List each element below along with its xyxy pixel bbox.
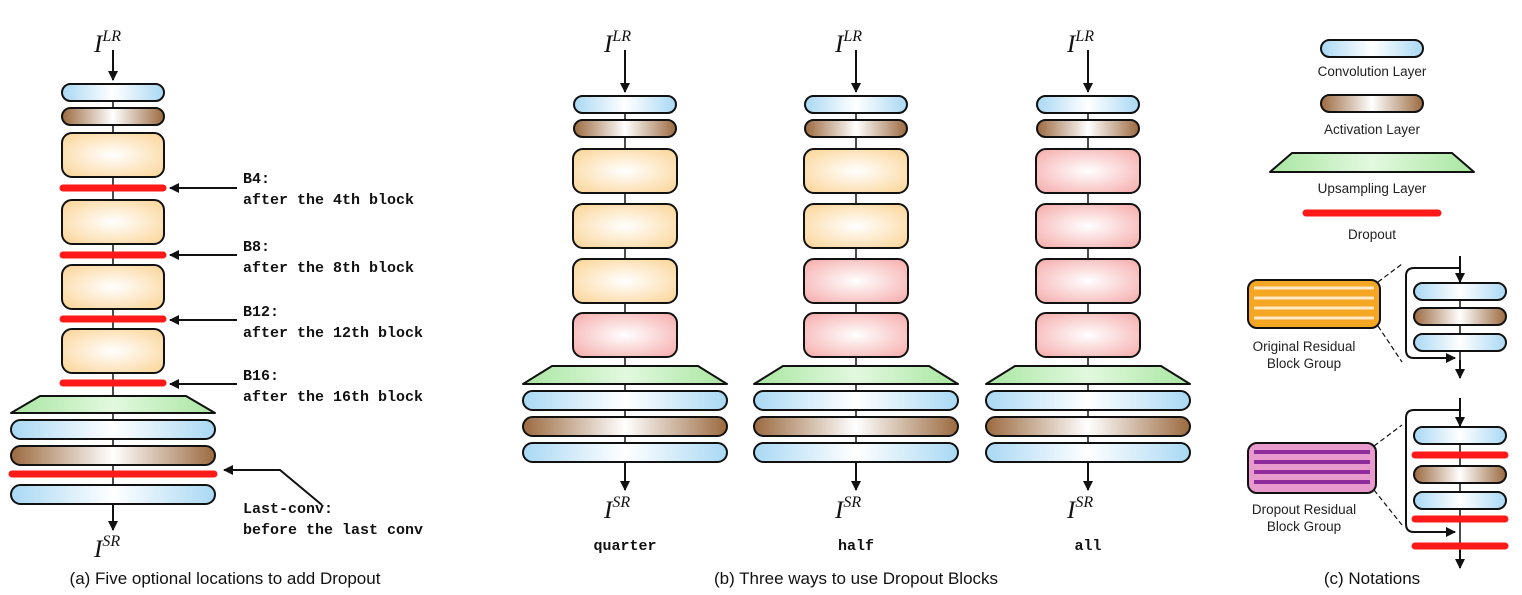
- half-input-label: ILR: [834, 28, 862, 58]
- column-label-quarter: quarter: [593, 538, 656, 555]
- panel-a-input-label: ILR: [93, 28, 121, 58]
- all-act-up: [985, 416, 1191, 437]
- orig-internal-conv-1: [1413, 282, 1507, 301]
- half-dropout-block-3: [803, 258, 909, 304]
- layer-shapes: [8, 39, 1509, 550]
- annotation-b12-title: B12:: [243, 304, 279, 321]
- all-input-label: ILR: [1066, 28, 1094, 58]
- legend-act-label: Activation Layer: [1324, 122, 1421, 137]
- quarter-upsample: [522, 365, 728, 385]
- all-conv-up1: [985, 390, 1191, 411]
- captions: (a) Five optional locations to add Dropo…: [70, 569, 1421, 588]
- quarter-conv-first: [573, 95, 677, 114]
- panel-a-block-group-3: [61, 264, 165, 310]
- drop-group-label-1: Dropout Residual: [1252, 502, 1356, 517]
- quarter-block-1: [572, 148, 678, 194]
- panel-a-conv-first: [61, 83, 165, 102]
- panel-a-upsample: [10, 395, 216, 414]
- all-output-label: ISR: [1066, 494, 1093, 524]
- caption-a: (a) Five optional locations to add Dropo…: [70, 569, 381, 588]
- arrow-last-conv: [223, 465, 323, 506]
- drop-internal-conv-2: [1413, 491, 1507, 510]
- annotation-b4-title: B4:: [243, 171, 270, 188]
- all-dropout-block-1: [1035, 148, 1141, 194]
- drop-zoom-line-top: [1373, 424, 1403, 447]
- orig-zoom-line-bottom: [1377, 325, 1403, 363]
- half-dropout-block-4: [803, 312, 909, 358]
- legend-act-shape: [1320, 94, 1424, 113]
- orig-zoom-line-top: [1377, 263, 1403, 283]
- panel-a-annotations: B4: after the 4th block B8: after the 8t…: [243, 171, 423, 539]
- panel-a-output-label: ISR: [93, 533, 120, 563]
- panel-a-act-first: [61, 107, 165, 126]
- math-labels: ILR ISR ILR ISR ILR ISR ILR ISR: [93, 28, 1094, 563]
- quarter-act-up: [522, 416, 728, 437]
- panel-a-block-group-1: [61, 132, 165, 178]
- half-conv-up1: [753, 390, 959, 411]
- quarter-dropout-block-4: [572, 312, 678, 358]
- all-upsample: [985, 365, 1191, 385]
- legend-conv-shape: [1320, 39, 1424, 58]
- panel-a-conv-last: [10, 484, 216, 505]
- arrows: [108, 50, 1465, 569]
- half-upsample: [753, 365, 959, 385]
- panel-a-block-group-2: [61, 199, 165, 245]
- orig-skip-arrow: [1405, 267, 1460, 363]
- half-conv-last: [753, 442, 959, 463]
- half-act-first: [804, 119, 908, 138]
- orig-group-label-1: Original Residual: [1253, 339, 1356, 354]
- legend-conv-label: Convolution Layer: [1318, 64, 1427, 79]
- all-dropout-block-2: [1035, 203, 1141, 249]
- annotation-b16-title: B16:: [243, 368, 279, 385]
- quarter-conv-up1: [522, 390, 728, 411]
- all-dropout-block-4: [1035, 312, 1141, 358]
- drop-zoom-line-bottom: [1373, 489, 1403, 526]
- quarter-input-label: ILR: [603, 28, 631, 58]
- drop-internal-act: [1413, 465, 1507, 484]
- all-act-first: [1036, 119, 1140, 138]
- drop-skip-arrow: [1405, 409, 1460, 537]
- half-output-label: ISR: [834, 494, 861, 524]
- quarter-act-first: [573, 119, 677, 138]
- half-act-up: [753, 416, 959, 437]
- panel-a-conv-up1: [10, 419, 216, 440]
- column-label-half: half: [838, 538, 874, 555]
- quarter-block-2: [572, 203, 678, 249]
- quarter-output-label: ISR: [603, 494, 630, 524]
- legend-up-label: Upsampling Layer: [1318, 181, 1427, 196]
- all-dropout-block-3: [1035, 258, 1141, 304]
- annotation-lastconv-desc: before the last conv: [243, 522, 423, 539]
- panel-c-legend: Convolution Layer Activation Layer Upsam…: [1252, 64, 1427, 534]
- drop-internal-conv-1: [1413, 426, 1507, 445]
- quarter-conv-last: [522, 442, 728, 463]
- legend-dropout-label: Dropout: [1348, 227, 1396, 242]
- column-label-all: all: [1074, 538, 1101, 555]
- annotation-b4-desc: after the 4th block: [243, 192, 414, 209]
- orig-internal-conv-2: [1413, 333, 1507, 352]
- panel-b-column-labels: quarter half all: [593, 538, 1101, 555]
- all-conv-last: [985, 442, 1191, 463]
- orig-internal-act: [1413, 307, 1507, 326]
- caption-b: (b) Three ways to use Dropout Blocks: [714, 569, 998, 588]
- half-conv-first: [804, 95, 908, 114]
- annotation-b8-title: B8:: [243, 239, 270, 256]
- annotation-b16-desc: after the 16th block: [243, 389, 423, 406]
- half-block-1: [803, 148, 909, 194]
- half-block-2: [803, 203, 909, 249]
- panel-a-block-group-4: [61, 328, 165, 374]
- orig-group-label-2: Block Group: [1267, 356, 1341, 371]
- annotation-lastconv-title: Last-conv:: [243, 501, 333, 518]
- annotation-b8-desc: after the 8th block: [243, 260, 414, 277]
- caption-c: (c) Notations: [1324, 569, 1420, 588]
- all-conv-first: [1036, 95, 1140, 114]
- drop-group-label-2: Block Group: [1267, 519, 1341, 534]
- orig-group-box: [1247, 279, 1381, 329]
- panel-a-act-up: [10, 445, 216, 466]
- annotation-b12-desc: after the 12th block: [243, 325, 423, 342]
- quarter-block-3: [572, 258, 678, 304]
- legend-up-shape: [1269, 152, 1475, 173]
